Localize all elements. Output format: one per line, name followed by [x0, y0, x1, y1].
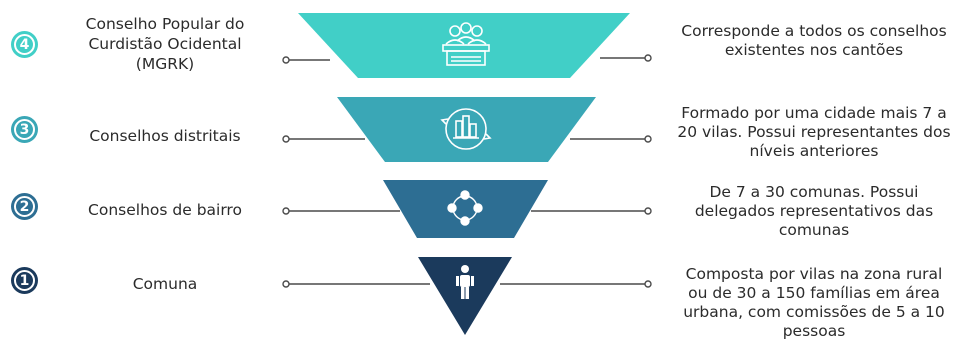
level-2-badge: 2	[11, 193, 38, 220]
level-2-segment	[383, 180, 548, 238]
level-4-name: Conselho Popular do Curdistão Ocidental …	[85, 15, 245, 73]
level-3-segment	[337, 97, 596, 162]
city-cycle-icon	[440, 108, 492, 150]
connector-dot-left-2	[282, 207, 290, 215]
level-4-badge: 4	[11, 31, 38, 58]
level-3-badge: 3	[11, 116, 38, 143]
connector-dot-left-3	[282, 135, 290, 143]
level-2-name: Conselhos de bairro	[88, 201, 242, 219]
level-1-description: Composta por vilas na zona rural ou de 3…	[683, 265, 945, 340]
level-3-description: Formado por uma cidade mais 7 a 20 vilas…	[677, 104, 951, 160]
connector-dot-left-1	[282, 280, 290, 288]
level-1-badge: 1	[11, 267, 38, 294]
level-1-name: Comuna	[132, 275, 198, 293]
connector-dot-right-2	[644, 207, 652, 215]
level-4-description: Corresponde a todos os conselhos existen…	[681, 22, 947, 59]
connector-dot-right-1	[644, 280, 652, 288]
council-people-icon	[442, 22, 490, 66]
level-1-number: 1	[14, 270, 35, 291]
connector-dot-right-4	[644, 54, 652, 62]
level-4-number: 4	[14, 34, 35, 55]
level-2-description: De 7 a 30 comunas. Possui delegados repr…	[694, 183, 934, 239]
level-3-name: Conselhos distritais	[89, 127, 241, 145]
network-people-icon	[447, 190, 483, 226]
level-1-segment	[418, 257, 512, 335]
connectors	[282, 54, 652, 288]
connector-dot-right-3	[644, 135, 652, 143]
level-3-number: 3	[14, 119, 35, 140]
person-icon	[456, 265, 474, 299]
level-2-number: 2	[14, 196, 35, 217]
connector-dot-left-4	[282, 56, 290, 64]
